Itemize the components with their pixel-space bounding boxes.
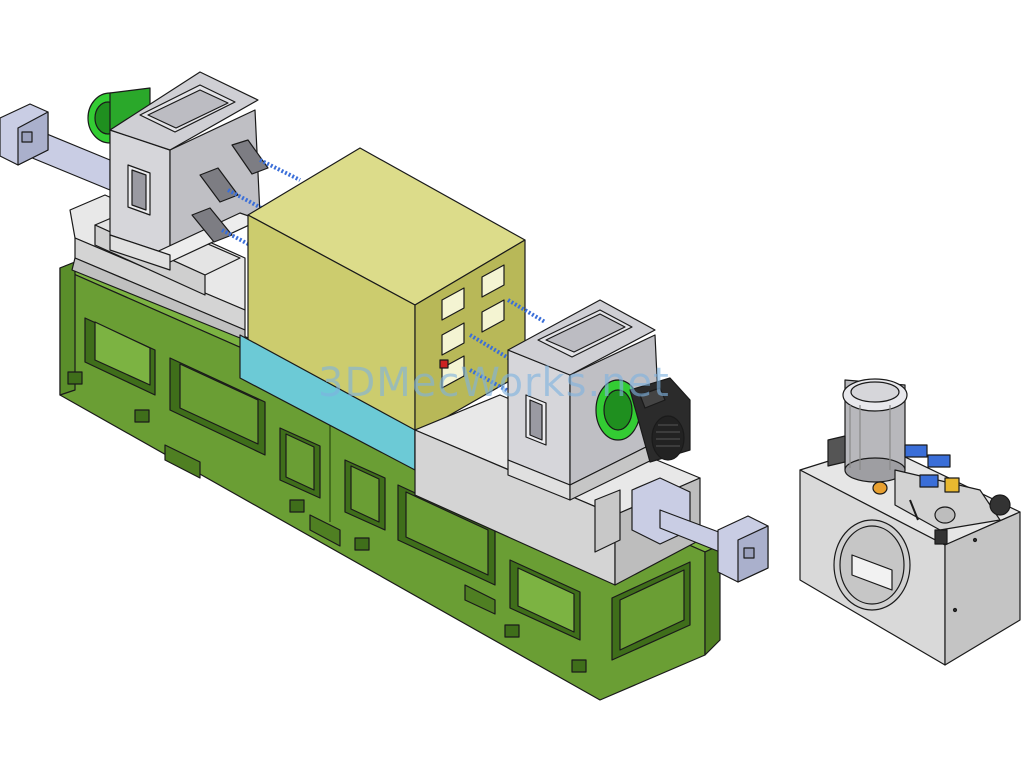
right-headstock — [507, 299, 691, 501]
watermark-text: 3DMecWorks.net — [318, 360, 670, 406]
left-spindles — [191, 139, 301, 247]
left-headstock — [87, 71, 261, 271]
hydraulic-power-unit — [799, 378, 1021, 666]
right-spindle-motor — [595, 377, 691, 463]
right-hydraulic-cylinder — [631, 477, 769, 583]
tank-inspection-port — [833, 519, 911, 611]
pump-motor — [827, 378, 908, 483]
left-hydraulic-cylinder — [0, 103, 111, 191]
valve-manifold — [872, 444, 1011, 545]
